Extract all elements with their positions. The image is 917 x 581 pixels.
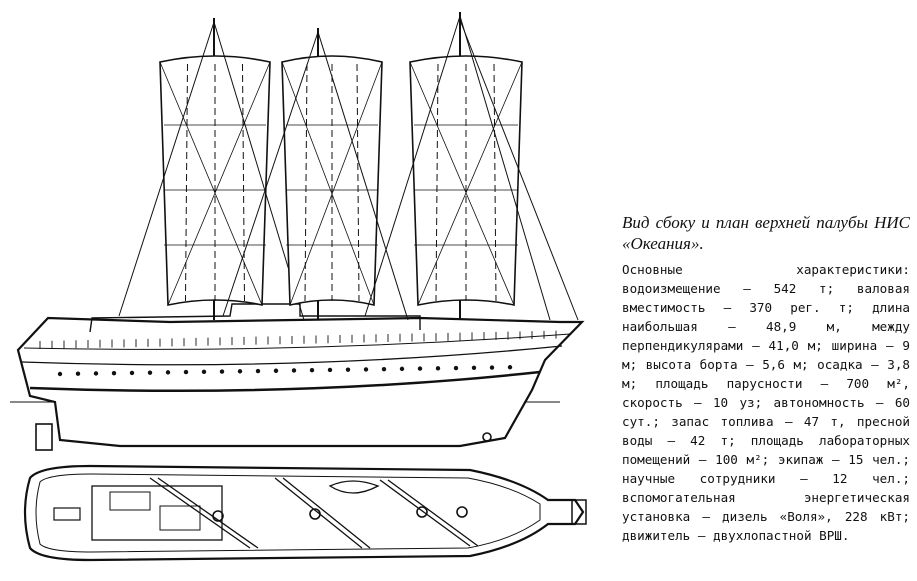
- porthole: [489, 365, 495, 370]
- stay: [118, 21, 215, 317]
- porthole: [453, 365, 459, 371]
- porthole: [435, 366, 441, 371]
- stay: [222, 31, 319, 317]
- porthole: [417, 366, 423, 371]
- porthole: [147, 370, 153, 375]
- deck-plan: [23, 464, 587, 562]
- porthole: [93, 371, 99, 376]
- mast-1: [118, 18, 305, 321]
- porthole: [183, 369, 189, 375]
- portholes: [57, 365, 513, 377]
- porthole: [129, 370, 135, 376]
- porthole: [75, 371, 81, 376]
- porthole: [507, 365, 513, 370]
- sail-seam: [356, 63, 360, 302]
- stay: [459, 15, 551, 321]
- stay: [317, 31, 409, 321]
- railing: [39, 330, 557, 349]
- porthole: [471, 365, 477, 370]
- sail-boom: [149, 477, 251, 549]
- porthole: [381, 366, 387, 372]
- sail-seam: [435, 63, 439, 302]
- sheet: [281, 61, 375, 306]
- hawse-pipe: [482, 432, 492, 442]
- sail-booms: [149, 477, 479, 549]
- sail-seam: [304, 63, 308, 302]
- mast-3: [364, 12, 551, 321]
- skylight: [109, 491, 151, 511]
- fore-stay: [459, 19, 579, 321]
- porthole: [219, 369, 225, 374]
- porthole: [273, 368, 279, 373]
- mast-step-3: [416, 506, 428, 518]
- sheet: [289, 61, 383, 306]
- lab-hatch: [159, 505, 201, 531]
- sheet: [159, 61, 263, 306]
- hull: [16, 316, 585, 448]
- caption-title: Вид сбоку и план верхней палубы НИС «Оке…: [622, 213, 910, 253]
- deck-inner-outline: [35, 473, 541, 553]
- side-view: [10, 12, 585, 451]
- bowsprit: [571, 499, 587, 525]
- sail-seam: [493, 63, 497, 302]
- sail-boom: [387, 479, 479, 547]
- caption: Вид сбоку и план верхней палубы НИС «Оке…: [622, 212, 910, 545]
- porthole: [327, 367, 333, 373]
- porthole: [237, 369, 243, 374]
- porthole: [111, 370, 117, 376]
- porthole: [309, 368, 315, 373]
- porthole: [291, 368, 297, 373]
- rudder: [35, 423, 53, 451]
- sail-boom: [157, 477, 259, 549]
- mast-2: [222, 28, 409, 321]
- sheer-line: [21, 345, 563, 366]
- ship-drawing: [10, 12, 587, 562]
- caption-specs: Основные характеристики: водоизмещение —…: [622, 262, 910, 543]
- stay: [364, 15, 461, 317]
- rigging: [118, 12, 579, 321]
- sheet: [417, 61, 523, 306]
- porthole: [345, 367, 351, 372]
- porthole: [165, 370, 171, 375]
- porthole: [363, 367, 369, 372]
- sail-seam: [242, 63, 245, 302]
- deck-outline: [23, 464, 585, 562]
- capstan: [456, 506, 468, 518]
- stern-hatch: [53, 507, 81, 521]
- sheet: [409, 61, 515, 306]
- porthole: [399, 366, 405, 372]
- sail-boom: [282, 477, 371, 549]
- deckhouse: [89, 303, 421, 333]
- boot-top: [29, 370, 541, 393]
- porthole: [201, 369, 207, 375]
- boat-plan: [328, 480, 380, 494]
- sheet: [167, 61, 271, 306]
- sail-boom: [274, 477, 363, 549]
- porthole: [255, 368, 261, 374]
- rail-line: [23, 333, 571, 350]
- sail-boom: [379, 479, 471, 547]
- porthole: [57, 371, 63, 377]
